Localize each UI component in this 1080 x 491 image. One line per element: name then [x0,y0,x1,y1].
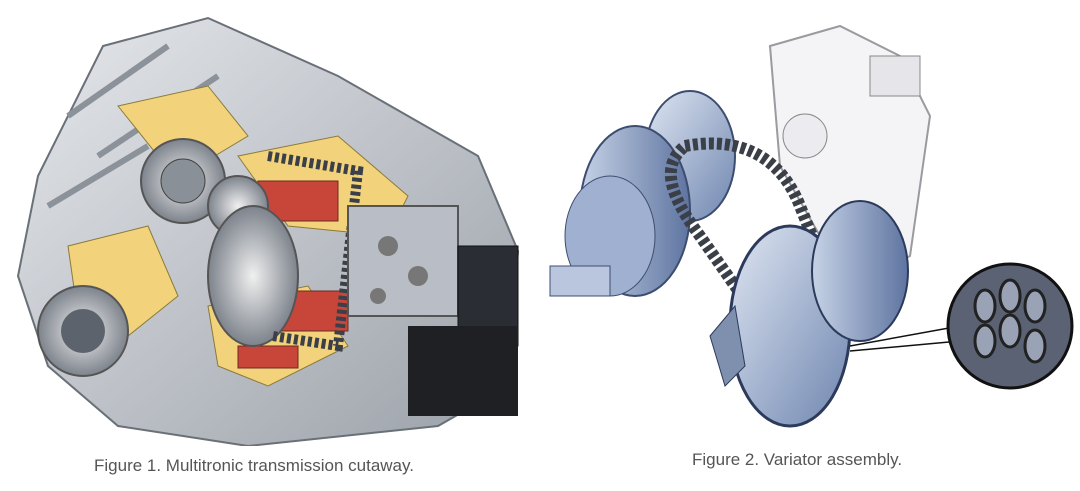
variator-assembly-illustration [549,24,1074,428]
transmission-cutaway-illustration [16,16,520,446]
figure-2: Figure 2. Variator assembly. [540,6,1074,490]
figure-2-caption: Figure 2. Variator assembly. [692,450,903,469]
figure-1-caption: Figure 1. Multitronic transmission cutaw… [94,456,414,475]
figure-1: Figure 1. Multitronic transmission cutaw… [8,6,532,490]
